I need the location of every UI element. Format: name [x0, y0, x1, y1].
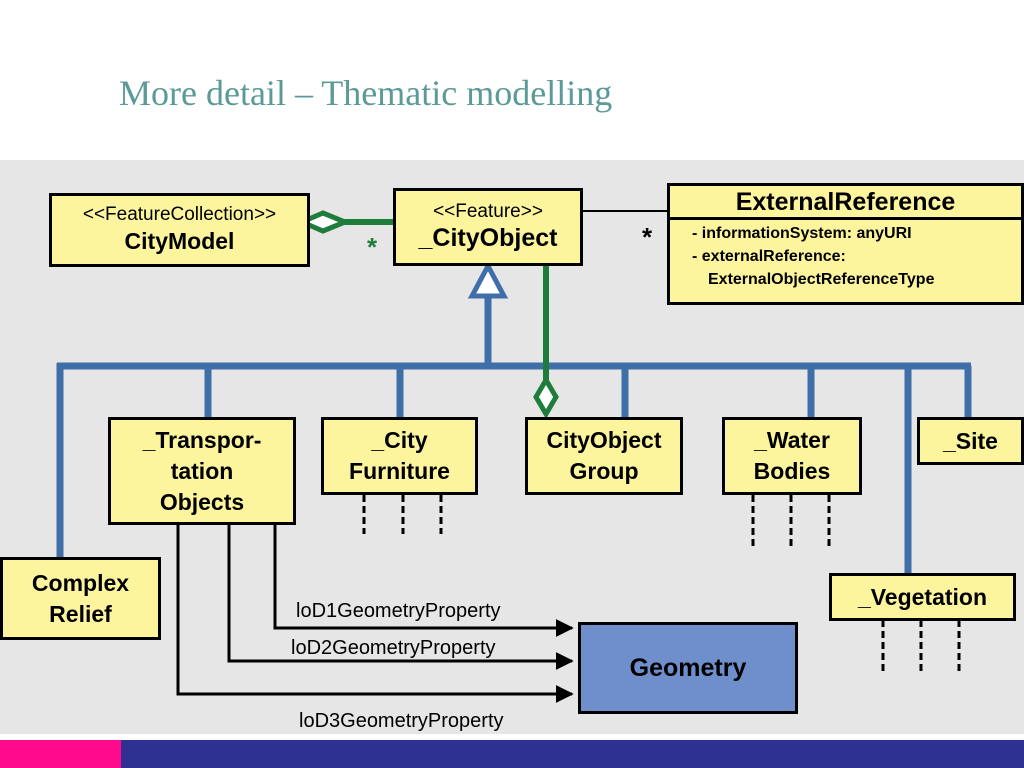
cityobject-group-label-line-2: Group	[569, 458, 639, 484]
transportation-label-line-3: Objects	[159, 488, 245, 515]
site-label: _Site	[943, 427, 998, 454]
complex-relief-label-line-2: Relief	[49, 600, 112, 627]
cityobject-group-class: CityObject Group	[525, 417, 683, 495]
water-bodies-label-line-1: _Water	[754, 427, 830, 453]
cityobject-group-label-line-1: CityObject	[546, 427, 662, 453]
generalization-arrowhead	[467, 260, 509, 299]
lod1-geometry-property-label: loD1GeometryProperty	[296, 600, 501, 622]
water-bodies-label-line-2: Bodies	[753, 458, 831, 484]
transportation-objects-class: _Transpor- tation Objects	[108, 417, 296, 525]
geometry-name: Geometry	[629, 653, 747, 682]
geometry-associations	[176, 525, 574, 703]
external-reference-class: ExternalReference - informationSystem: a…	[667, 183, 1024, 305]
footer-accent-bar	[0, 740, 121, 768]
diagram-connectors	[56, 210, 972, 703]
complex-relief-class: Complex Relief	[0, 557, 161, 640]
cityobject-stereotype: <<Feature>>	[433, 201, 543, 222]
citymodel-aggregation-diamond	[295, 210, 352, 234]
site-class: _Site	[917, 417, 1024, 465]
attribute-external-reference: - externalReference:	[692, 248, 846, 265]
attribute-information-system: - informationSystem: anyURI	[692, 225, 912, 242]
cityobject-class: <<Feature>> _CityObject	[393, 188, 583, 266]
vegetation-label: _Vegetation	[857, 583, 988, 610]
external-reference-multiplicity: *	[642, 222, 653, 252]
water-bodies-class: _Water Bodies	[722, 417, 862, 495]
transportation-label-line-2: tation	[170, 457, 234, 484]
group-aggregation-diamond	[533, 375, 559, 419]
citymodel-class: <<FeatureCollection>> CityModel	[49, 193, 310, 267]
cityobject-name: _CityObject	[418, 224, 558, 252]
city-furniture-label-line-2: Furniture	[349, 458, 450, 484]
external-reference-name: ExternalReference	[670, 186, 1021, 220]
aggregation-links	[345, 219, 549, 380]
geometry-class: Geometry	[578, 622, 798, 714]
city-furniture-label-line-1: _City	[371, 427, 428, 453]
inheritance-tree	[56, 296, 972, 573]
complex-relief-label-line-1: Complex	[31, 569, 130, 596]
slide-title: More detail – Thematic modelling	[119, 73, 613, 113]
transportation-label-line-1: _Transpor-	[142, 426, 262, 453]
vegetation-class: _Vegetation	[829, 573, 1016, 621]
citymodel-multiplicity: *	[367, 232, 378, 262]
city-furniture-class: _City Furniture	[321, 417, 478, 495]
citymodel-name: CityModel	[124, 227, 235, 254]
attribute-external-reference-type: ExternalObjectReferenceType	[708, 271, 935, 288]
lod2-geometry-property-label: loD2GeometryProperty	[291, 637, 496, 659]
footer-bar	[121, 740, 1024, 768]
continuation-stubs	[362, 495, 961, 674]
external-reference-attributes: - informationSystem: anyURI - externalRe…	[670, 220, 1021, 291]
citymodel-stereotype: <<FeatureCollection>>	[82, 203, 277, 225]
lod3-geometry-property-label: loD3GeometryProperty	[299, 710, 504, 732]
